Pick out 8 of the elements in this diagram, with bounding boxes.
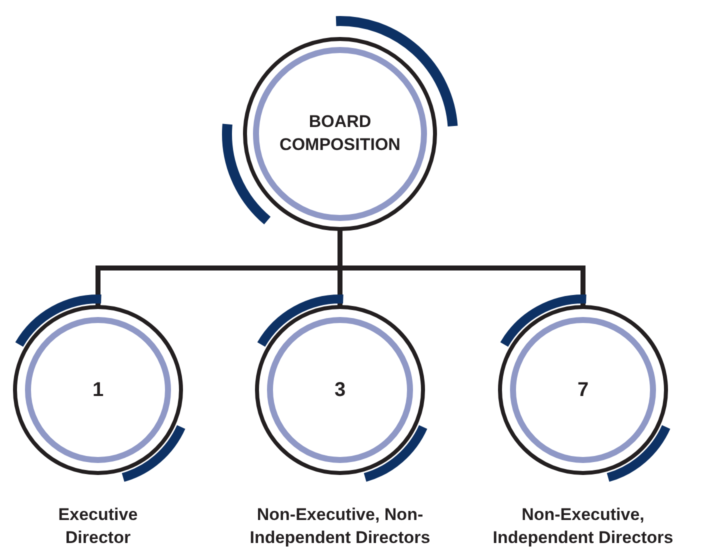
node-text: 1 bbox=[91, 378, 105, 402]
node-caption: Executive Director bbox=[57, 504, 139, 548]
node-caption: Non-Executive, Non-Independent Directors bbox=[248, 504, 432, 548]
node-text: 7 bbox=[576, 378, 590, 402]
node-text: 3 bbox=[333, 378, 347, 402]
circle-node bbox=[243, 37, 437, 231]
node-caption: Non-Executive, Independent Directors bbox=[492, 504, 674, 548]
node-text: BOARD COMPOSITION bbox=[278, 111, 402, 156]
